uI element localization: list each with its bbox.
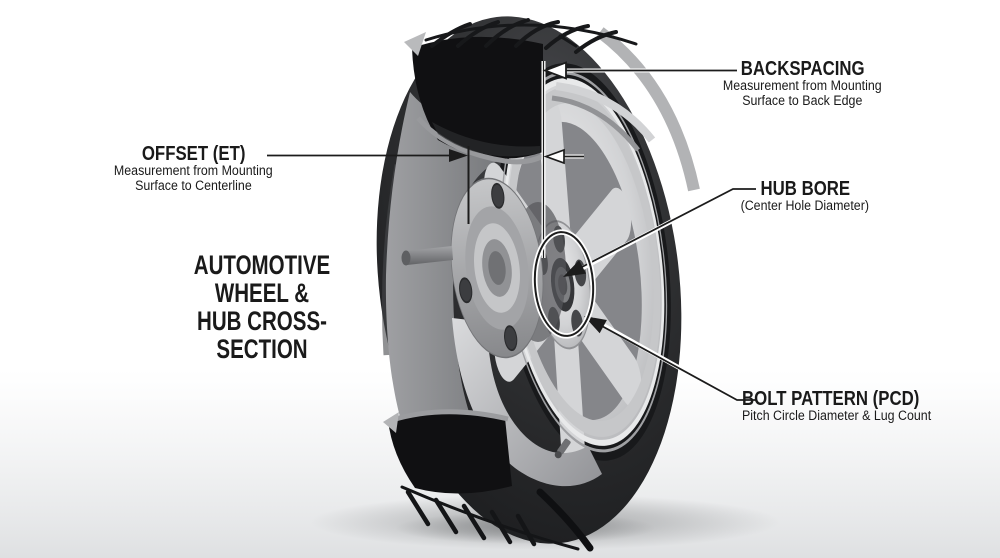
hub-bore-desc-line1: (Center Hole Diameter) (740, 198, 870, 213)
annotations (267, 61, 756, 402)
offset-arrow-left (267, 149, 468, 162)
label-bolt-pattern: BOLT PATTERN (PCD) Pitch Circle Diameter… (742, 389, 972, 424)
backspacing-arrow (542, 61, 737, 80)
offset-left-arrowhead (449, 149, 468, 162)
hub-bearing-cap (488, 251, 506, 285)
bolt-pattern-title: BOLT PATTERN (PCD) (742, 388, 920, 410)
wheel-stud (406, 246, 453, 265)
tread-grooves-bottom (400, 485, 594, 552)
label-hub-bore: HUB BORE (Center Hole Diameter) (707, 179, 903, 214)
hub-bore-arrowhead (563, 260, 586, 277)
bolt-pattern-leader (584, 316, 756, 402)
label-backspacing: BACKSPACING Measurement from Mounting Su… (700, 59, 905, 108)
top-cut-sliver (404, 32, 426, 56)
backspacing-title: BACKSPACING (740, 58, 865, 80)
bottom-cut-sliver (383, 412, 399, 433)
wheel-stud-end (401, 250, 411, 266)
bolt-circle-annotation (532, 229, 596, 339)
main-title-line1: AUTOMOTIVE WHEEL & (193, 250, 331, 308)
hub-bore-title: HUB BORE (760, 178, 850, 200)
tire-bottom-cut-section (383, 409, 512, 494)
tire-top-cut-section (404, 32, 545, 165)
bolt-pattern-desc-line1: Pitch Circle Diameter & Lug Count (742, 408, 932, 423)
label-offset: OFFSET (ET) Measurement from Mounting Su… (96, 144, 291, 193)
offset-right-arrowhead (543, 148, 565, 165)
main-title-line2: HUB CROSS-SECTION (197, 306, 327, 364)
offset-title: OFFSET (ET) (141, 143, 246, 165)
hub-bore-leader (563, 187, 756, 277)
tire-highlight (596, 27, 700, 192)
backspacing-desc-line1: Measurement from Mounting (723, 78, 882, 93)
tread-grooves-top (424, 18, 638, 54)
bottom-cut-lip (391, 409, 509, 423)
backspacing-arrowhead (542, 61, 567, 80)
top-cut-lip (416, 116, 545, 165)
offset-arrow-right (543, 148, 584, 165)
offset-desc-line2: Surface to Centerline (135, 177, 252, 193)
tire-inner-cavity (385, 92, 543, 424)
offset-desc-line1: Measurement from Mounting (114, 163, 273, 178)
backspacing-desc-line2: Surface to Back Edge (742, 92, 863, 108)
hub-bolts (459, 182, 518, 352)
bolt-pattern-arrowhead (584, 316, 607, 334)
valve-stem (554, 438, 571, 459)
main-title: AUTOMOTIVE WHEEL & HUB CROSS-SECTION (132, 251, 392, 363)
rim-barrel (452, 82, 656, 487)
